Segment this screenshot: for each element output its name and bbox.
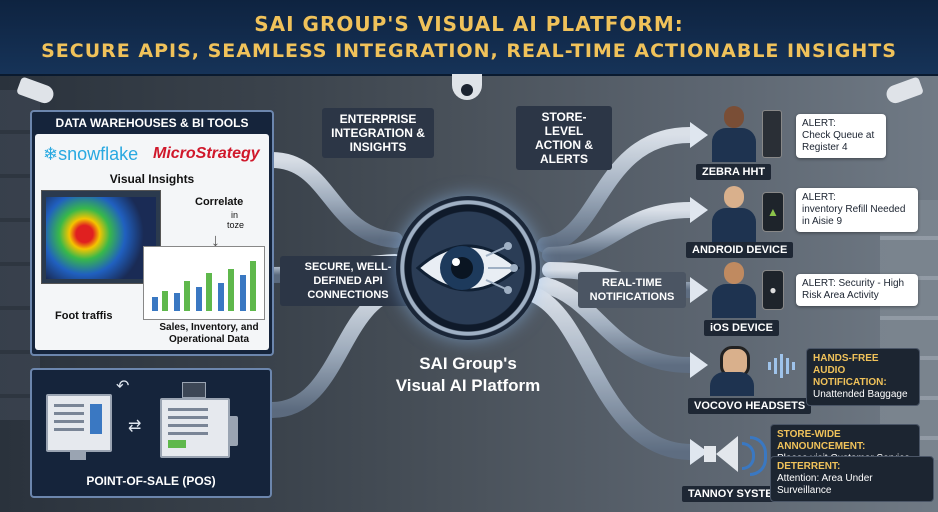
secure-api-label: SECURE, WELL-DEFINED API CONNECTIONS — [280, 256, 416, 306]
sales-inventory-label: Sales, Inventory, and Operational Data — [159, 322, 259, 345]
ios-phone-icon: ● — [762, 270, 784, 310]
pos-terminal-right-icon — [160, 398, 230, 458]
alert-zebra-title: ALERT: — [802, 118, 836, 129]
heatmap-screenshot — [41, 190, 161, 284]
correlate-sub-label-2: toze — [227, 220, 245, 230]
employee-avatar-android — [712, 186, 756, 242]
bi-tools-content: ❄snowflake MicroStrategy Visual Insights… — [35, 134, 269, 350]
employee-avatar-ios — [712, 262, 756, 318]
ios-device-label: iOS DEVICE — [704, 320, 779, 336]
alert-android-text: inventory Refill Needed in Aisie 9 — [802, 204, 906, 227]
employee-avatar-zebra — [712, 106, 756, 162]
hands-free-notification: HANDS-FREE AUDIO NOTIFICATION: Unattende… — [806, 348, 920, 406]
vocovo-headsets-label: VOCOVO HEADSETS — [688, 398, 812, 414]
android-phone-icon: ▲ — [762, 192, 784, 232]
correlate-arrow-icon: ↓ — [211, 230, 220, 250]
zebra-hht-label: ZEBRA HHT — [696, 164, 772, 180]
foot-traffic-label: Foot traffis — [55, 310, 113, 322]
alert-ios: ALERT: Security - High Risk Area Activit… — [796, 274, 918, 306]
alert-zebra: ALERT: Check Queue at Register 4 — [796, 114, 886, 158]
arrow-to-zebra — [537, 127, 698, 253]
pos-label: POINT-OF-SALE (POS) — [86, 474, 216, 488]
title-banner: SAI GROUP'S VISUAL AI PLATFORM: SECURE A… — [0, 0, 938, 76]
visual-ai-eye-emblem — [396, 196, 540, 340]
alert-android: ALERT: inventory Refill Needed in Aisie … — [796, 188, 918, 232]
hands-free-title: HANDS-FREE AUDIO NOTIFICATION: — [813, 353, 887, 388]
alert-zebra-text: Check Queue at Register 4 — [802, 130, 875, 153]
pos-panel: ⇄ ↶ POINT-OF-SALE (POS) — [30, 368, 272, 498]
headset-avatar-icon — [708, 340, 756, 396]
arrow-to-tannoy — [527, 287, 698, 460]
store-shelves-right — [880, 200, 938, 460]
correlate-sub-label: in — [231, 210, 239, 220]
microstrategy-logo: MicroStrategy — [153, 145, 260, 162]
pos-printer-icon — [182, 382, 206, 398]
alert-android-title: ALERT: — [802, 192, 836, 203]
snowflake-logo-text: snowflake — [58, 144, 139, 164]
enterprise-integration-label: ENTERPRISE INTEGRATION & INSIGHTS — [322, 108, 434, 158]
sales-chart-screenshot — [143, 246, 265, 320]
eye-icon — [415, 242, 521, 294]
snowflake-icon: ❄ — [43, 144, 59, 164]
arrow-to-headsets — [537, 277, 698, 373]
tannoy-systems-label: TANNOY SYSTEMS — [682, 486, 796, 502]
dome-camera-icon — [452, 74, 482, 100]
deterrent-text: Attention: Area Under Surveillance — [777, 473, 873, 496]
bi-tools-panel: DATA WAREHOUSES & BI TOOLS ❄snowflake Mi… — [30, 110, 274, 356]
pos-terminal-stand-icon — [70, 450, 86, 460]
platform-name-line-1: SAI Group's — [419, 354, 517, 373]
store-level-label: STORE-LEVEL ACTION & ALERTS — [516, 106, 612, 170]
realtime-notifications-label: REAL-TIME NOTIFICATIONS — [578, 272, 686, 308]
arrow-to-android — [542, 202, 698, 263]
visual-insights-label: Visual Insights — [109, 172, 195, 186]
pos-terminal-left-icon — [46, 394, 112, 452]
deterrent-title: DETERRENT: — [777, 461, 841, 472]
announcement-title: STORE-WIDE ANNOUNCEMENT: — [777, 429, 866, 452]
pos-sync-arrows-icon: ⇄ — [128, 418, 142, 435]
audio-wave-icon — [766, 352, 800, 378]
title-line-1: SAI GROUP'S VISUAL AI PLATFORM: — [254, 12, 684, 36]
pos-card-reader-icon — [228, 416, 238, 446]
arrow-from-bi — [264, 152, 403, 248]
alert-ios-text: Security - High Risk Area Activity — [802, 278, 905, 301]
hands-free-text: Unattended Baggage — [813, 389, 908, 400]
title-line-2: SECURE APIS, SEAMLESS INTEGRATION, REAL-… — [41, 40, 897, 62]
alert-ios-title: ALERT: — [802, 278, 836, 289]
pos-curved-arrow-icon: ↶ — [116, 378, 130, 395]
android-device-label: ANDROID DEVICE — [686, 242, 794, 258]
correlate-label: Correlate — [195, 196, 244, 208]
deterrent-message: DETERRENT: Attention: Area Under Surveil… — [770, 456, 934, 502]
speaker-icon — [702, 434, 772, 476]
bi-tools-header: DATA WAREHOUSES & BI TOOLS — [55, 116, 249, 130]
zebra-hht-icon — [762, 110, 782, 158]
platform-name-line-2: Visual AI Platform — [395, 376, 541, 395]
snowflake-logo: ❄snowflake — [43, 144, 138, 165]
